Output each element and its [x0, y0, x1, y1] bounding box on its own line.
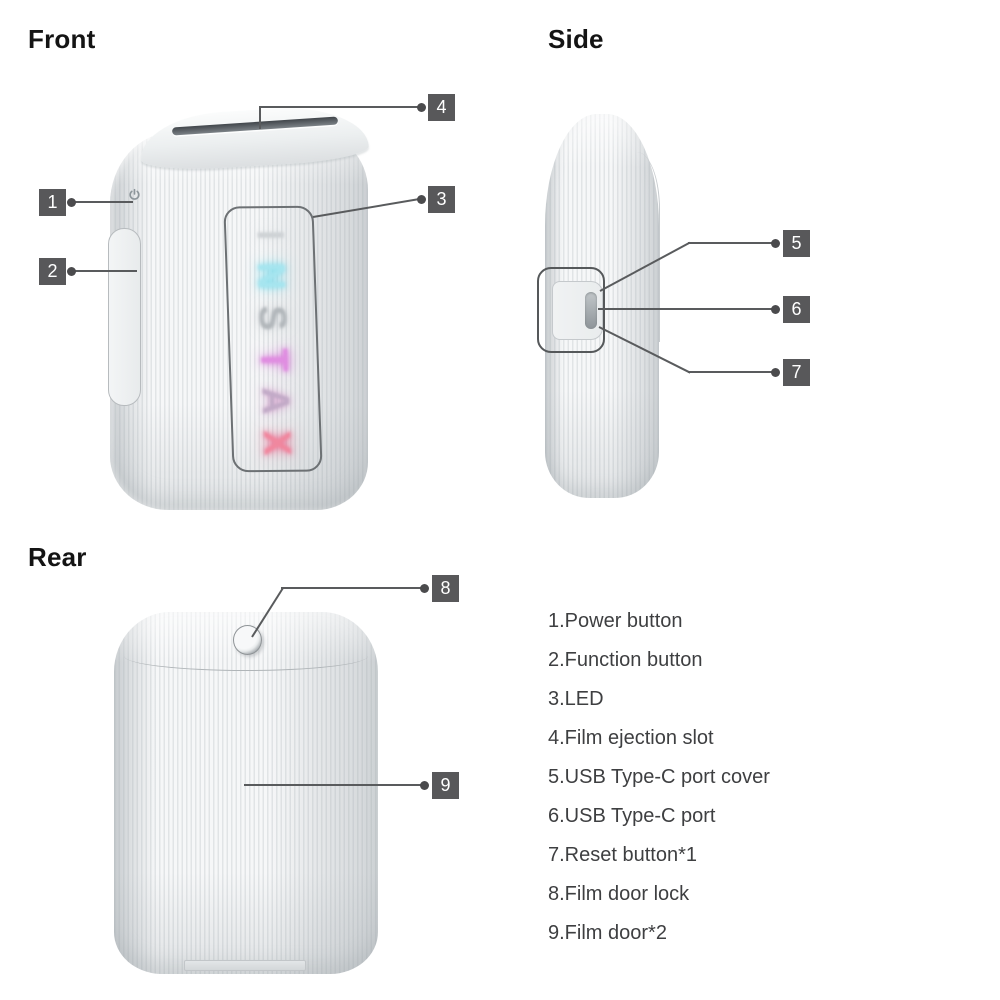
- leader-line-8: [281, 587, 422, 589]
- led-letter: T: [252, 347, 296, 372]
- legend-item-1: 1.Power button: [548, 610, 683, 632]
- callout-badge-9: 9: [432, 772, 459, 799]
- leader-dot-6: [771, 305, 780, 314]
- leader-dot-3: [417, 195, 426, 204]
- leader-line-7: [688, 371, 773, 373]
- leader-dot-1: [67, 198, 76, 207]
- leader-line-9: [244, 784, 422, 786]
- side-view-heading: Side: [548, 24, 604, 54]
- legend-item-9: 9.Film door*2: [548, 922, 667, 944]
- leader-line-1: [73, 201, 133, 203]
- rear-view-illustration: [114, 612, 378, 974]
- callout-badge-2: 2: [39, 258, 66, 285]
- led-letter: S: [250, 305, 294, 332]
- leader-dot-2: [67, 267, 76, 276]
- rear-device-body: [114, 612, 378, 974]
- side-view-illustration: [537, 114, 663, 500]
- callout-badge-7: 7: [783, 359, 810, 386]
- callout-badge-1: 1: [39, 189, 66, 216]
- led-letter: N: [249, 262, 293, 291]
- power-icon: [128, 188, 141, 201]
- leader-dot-8: [420, 584, 429, 593]
- front-device-body: [110, 132, 368, 510]
- callout-badge-4: 4: [428, 94, 455, 121]
- leader-dot-5: [771, 239, 780, 248]
- legend-item-3: 3.LED: [548, 688, 604, 710]
- leader-dot-4: [417, 103, 426, 112]
- legend-item-7: 7.Reset button*1: [548, 844, 697, 866]
- leader-dot-9: [420, 781, 429, 790]
- port-area-outline: [537, 267, 605, 353]
- leader-line-4: [260, 106, 419, 108]
- legend-item-5: 5.USB Type-C port cover: [548, 766, 770, 788]
- leader-line-5: [688, 242, 773, 244]
- legend-item-4: 4.Film ejection slot: [548, 727, 714, 749]
- leader-dot-7: [771, 368, 780, 377]
- legend-list: 1.Power button 2.Function button 3.LED 4…: [548, 610, 770, 961]
- rear-view-heading: Rear: [28, 542, 87, 572]
- callout-badge-6: 6: [783, 296, 810, 323]
- legend-item-2: 2.Function button: [548, 649, 703, 671]
- led-letter: I: [248, 229, 291, 241]
- legend-item-8: 8.Film door lock: [548, 883, 690, 905]
- legend-item-6: 6.USB Type-C port: [548, 805, 716, 827]
- side-panel-seam: [637, 152, 660, 342]
- front-view-heading: Front: [28, 24, 96, 54]
- leader-line-6: [598, 308, 773, 310]
- led-letter: X: [255, 430, 299, 456]
- leader-line-4-drop: [259, 106, 261, 129]
- side-button-strip: [108, 228, 141, 406]
- film-door-seam: [124, 656, 368, 671]
- callout-badge-8: 8: [432, 575, 459, 602]
- film-door-bottom-latch: [184, 960, 306, 971]
- led-letter: A: [253, 387, 297, 416]
- usb-type-c-port: [585, 292, 597, 329]
- callout-badge-5: 5: [783, 230, 810, 257]
- callout-badge-3: 3: [428, 186, 455, 213]
- leader-line-2: [73, 270, 137, 272]
